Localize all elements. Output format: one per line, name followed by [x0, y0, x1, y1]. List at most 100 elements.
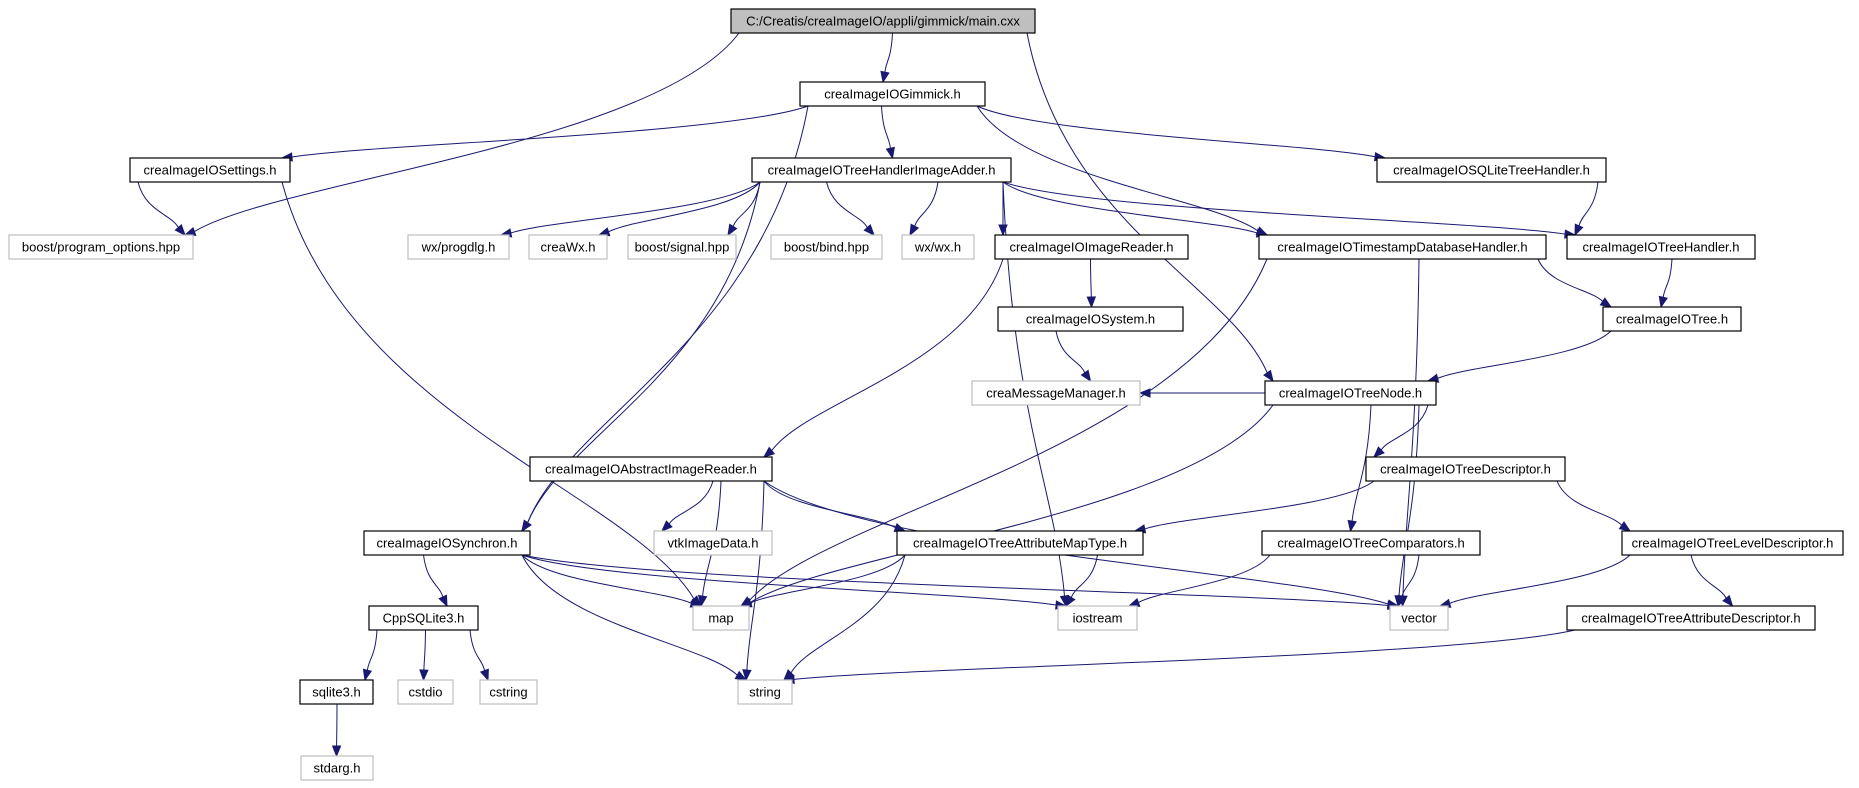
- edge-arrowhead: [183, 226, 197, 236]
- node-popt: boost/program_options.hpp: [8, 234, 194, 260]
- node-label: creaImageIOTreeComparators.h: [1277, 536, 1464, 551]
- edge-sqlite3-to-stdarg: [331, 703, 342, 758]
- edge-arrowhead: [438, 594, 448, 608]
- node-stdarg: stdarg.h: [300, 755, 374, 781]
- node-box: [997, 306, 1184, 332]
- node-label: creaImageIOSynchron.h: [377, 536, 518, 551]
- edge-arrowhead: [885, 146, 895, 160]
- node-box: [653, 530, 773, 556]
- node-iostream: iostream: [1057, 605, 1138, 631]
- node-box: [368, 605, 479, 631]
- node-box: [692, 605, 750, 631]
- node-label: creaImageIOSettings.h: [144, 163, 277, 178]
- edge-sqlite-to-treehandler: [1574, 181, 1599, 237]
- edge-line: [763, 480, 896, 529]
- edge-line: [521, 554, 692, 604]
- edge-arrowhead: [479, 668, 489, 682]
- edge-synchron-to-map: [521, 554, 703, 608]
- edge-arrowhead: [1397, 594, 1407, 608]
- edge-treenode-to-treedesc: [1373, 404, 1429, 458]
- node-gimmick[interactable]: creaImageIOGimmick.h: [799, 81, 986, 107]
- edge-line: [668, 480, 714, 525]
- node-main: C:/Creatis/creaImageIO/appli/gimmick/mai…: [730, 8, 1036, 34]
- edge-adder-to-synchron: [521, 181, 761, 533]
- node-sqlite[interactable]: creaImageIOSQLiteTreeHandler.h: [1376, 157, 1607, 183]
- edge-cppsqlite-to-cstdio: [419, 629, 429, 682]
- node-box: [1389, 605, 1449, 631]
- edge-line: [746, 480, 765, 671]
- node-box: [407, 234, 510, 260]
- edge-arrowhead: [419, 669, 429, 682]
- edge-line: [521, 554, 1057, 606]
- node-attrdesc[interactable]: creaImageIOTreeAttributeDescriptor.h: [1566, 605, 1816, 631]
- edge-synchron-to-cppsqlite: [423, 554, 448, 608]
- edge-line: [521, 554, 738, 676]
- node-box: [799, 81, 986, 107]
- node-timestamp[interactable]: creaImageIOTimestampDatabaseHandler.h: [1258, 234, 1547, 260]
- node-signal: boost/signal.hpp: [627, 234, 737, 260]
- node-treenode[interactable]: creaImageIOTreeNode.h: [1264, 380, 1437, 406]
- node-wxwx: wx/wx.h: [901, 234, 975, 260]
- edge-line: [884, 32, 893, 73]
- edge-adder-to-wxwx: [909, 181, 939, 237]
- node-attrmap[interactable]: creaImageIOTreeAttributeMapType.h: [896, 530, 1144, 556]
- edge-line: [366, 629, 378, 671]
- node-label: cstring: [489, 685, 527, 700]
- node-vtkimg: vtkImageData.h: [653, 530, 773, 556]
- edge-arrowhead: [1086, 296, 1097, 309]
- node-box: [901, 234, 975, 260]
- edge-adder-to-bind: [826, 181, 875, 237]
- edge-main-to-popt: [183, 32, 740, 236]
- node-box: [528, 234, 608, 260]
- node-adder[interactable]: creaImageIOTreeHandlerImageAdder.h: [751, 157, 1012, 183]
- edge-line: [793, 629, 1576, 680]
- edge-arrowhead: [1127, 597, 1141, 607]
- edge-arrowhead: [661, 520, 673, 532]
- node-box: [770, 234, 883, 260]
- edge-line: [1090, 258, 1092, 298]
- edge-line: [1070, 554, 1098, 598]
- edge-absreader-to-string: [742, 480, 765, 682]
- edge-line: [423, 554, 444, 598]
- edge-arrowhead: [1263, 369, 1274, 383]
- node-box: [1365, 456, 1566, 482]
- node-comparators[interactable]: creaImageIOTreeComparators.h: [1261, 530, 1481, 556]
- node-label: creaImageIOAbstractImageReader.h: [545, 462, 757, 477]
- edge-arrowhead: [1080, 369, 1092, 383]
- node-settings[interactable]: creaImageIOSettings.h: [129, 157, 291, 183]
- node-absreader[interactable]: creaImageIOAbstractImageReader.h: [529, 456, 773, 482]
- node-cppsqlite[interactable]: CppSQLite3.h: [368, 605, 479, 631]
- edge-synchron-to-iostream: [521, 554, 1068, 610]
- node-tree[interactable]: creaImageIOTree.h: [1602, 306, 1742, 332]
- edge-arrowhead: [362, 668, 373, 682]
- edge-comparators-to-iostream: [1127, 554, 1271, 607]
- edge-line: [914, 181, 939, 227]
- node-system[interactable]: creaImageIOSystem.h: [997, 306, 1184, 332]
- edge-line: [194, 32, 740, 233]
- edge-imgreader-to-absreader: [762, 258, 1004, 458]
- node-sqlite3[interactable]: sqlite3.h: [299, 679, 374, 705]
- node-label: stdarg.h: [314, 761, 361, 776]
- edge-cppsqlite-to-sqlite3: [362, 629, 378, 682]
- node-label: C:/Creatis/creaImageIO/appli/gimmick/mai…: [746, 14, 1020, 29]
- node-treehandler[interactable]: creaImageIOTreeHandler.h: [1566, 234, 1756, 260]
- node-label: sqlite3.h: [312, 685, 360, 700]
- node-label: creaImageIOTree.h: [1616, 312, 1728, 327]
- node-synchron[interactable]: creaImageIOSynchron.h: [363, 530, 531, 556]
- node-label: creaMessageManager.h: [986, 386, 1125, 401]
- edge-arrowhead: [734, 670, 748, 681]
- node-treedesc[interactable]: creaImageIOTreeDescriptor.h: [1365, 456, 1566, 482]
- node-leveldesc[interactable]: creaImageIOTreeLevelDescriptor.h: [1621, 530, 1844, 556]
- node-box: [1258, 234, 1547, 260]
- node-box: [397, 679, 454, 705]
- node-box: [363, 530, 531, 556]
- edge-settings-to-popt: [137, 181, 186, 237]
- node-label: cstdio: [409, 685, 443, 700]
- edge-line: [1138, 554, 1271, 604]
- edge-line: [750, 554, 906, 604]
- edge-line: [1537, 258, 1604, 302]
- node-imgreader[interactable]: creaImageIOImageReader.h: [994, 234, 1189, 260]
- edge-line: [1662, 258, 1673, 298]
- node-box: [1376, 157, 1607, 183]
